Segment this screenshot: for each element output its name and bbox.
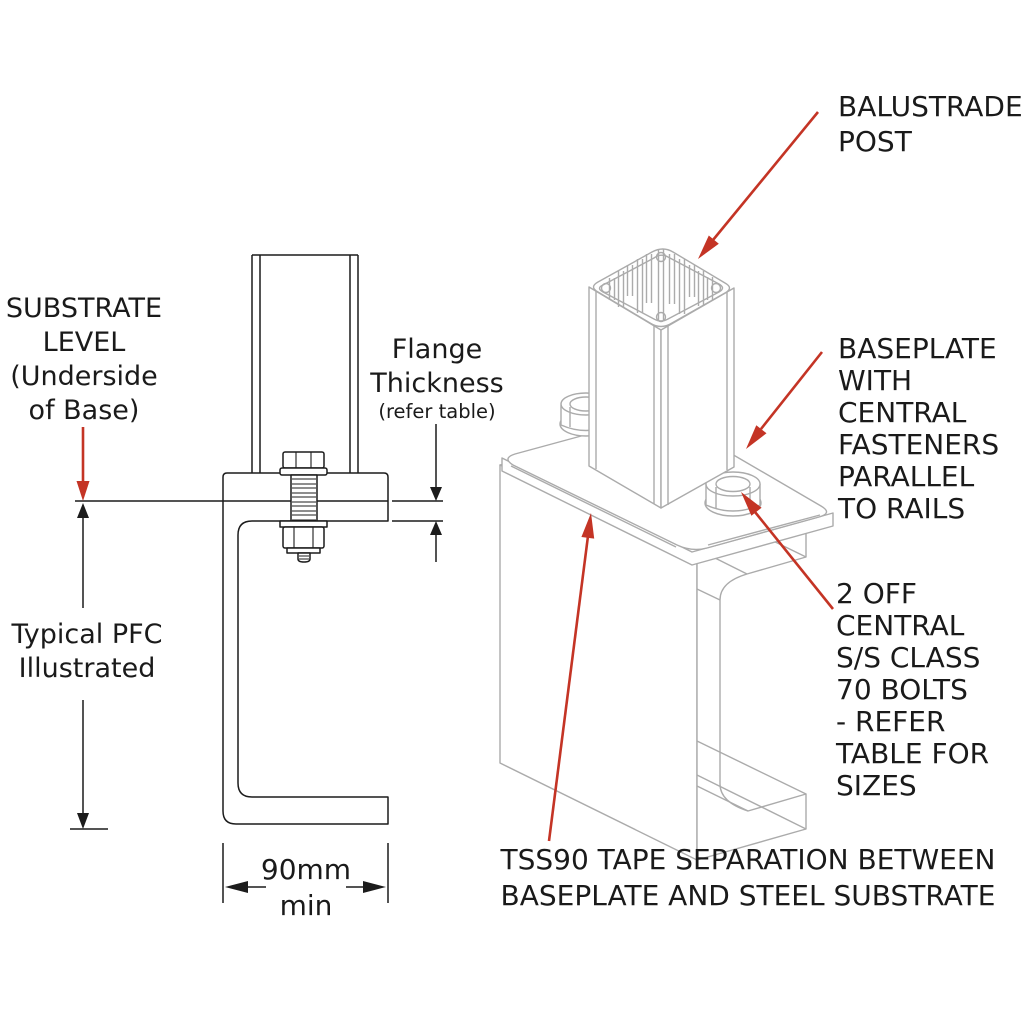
channel-end-profile xyxy=(696,530,807,861)
substrate-level-line xyxy=(75,500,443,522)
bolt-nut-2d xyxy=(282,526,325,549)
svg-text:(refer table): (refer table) xyxy=(378,400,495,423)
bolts-label: 2 OFF CENTRAL S/S CLASS 70 BOLTS - REFER… xyxy=(835,577,989,802)
svg-text:Typical PFC: Typical PFC xyxy=(10,619,162,650)
typical-pfc-label: Typical PFC Illustrated xyxy=(10,619,162,684)
svg-text:BALUSTRADE: BALUSTRADE xyxy=(838,90,1023,123)
svg-text:CENTRAL: CENTRAL xyxy=(838,396,967,429)
bolt-head-washer-2d xyxy=(279,467,328,476)
svg-text:CENTRAL: CENTRAL xyxy=(836,609,965,642)
baseplate-arrow xyxy=(746,351,824,449)
baseplate-label: BASEPLATE WITH CENTRAL FASTENERS PARALLE… xyxy=(837,332,999,525)
bolt-shank-2d xyxy=(290,474,318,522)
tape-separation-label: TSS90 TAPE SEPARATION BETWEEN BASEPLATE … xyxy=(499,843,995,912)
substrate-level-label: SUBSTRATE LEVEL (Underside of Base) xyxy=(6,293,162,426)
bolts-arrow xyxy=(741,492,835,610)
svg-text:2 OFF: 2 OFF xyxy=(836,577,917,610)
baseplate-chamfer-lines xyxy=(510,465,821,548)
svg-text:BASEPLATE: BASEPLATE xyxy=(838,332,997,365)
svg-text:(Underside: (Underside xyxy=(10,361,158,392)
flange-thickness-dimension xyxy=(430,424,442,562)
baseplate-side-band xyxy=(501,457,834,566)
svg-text:- REFER: - REFER xyxy=(836,705,945,738)
width-dimension-label: 90mm min xyxy=(261,853,351,922)
svg-text:BASEPLATE AND STEEL SUBSTRATE: BASEPLATE AND STEEL SUBSTRATE xyxy=(501,879,996,912)
svg-text:TSS90 TAPE SEPARATION BETWEEN: TSS90 TAPE SEPARATION BETWEEN xyxy=(499,843,995,876)
pfc-height-dimension xyxy=(70,503,108,830)
substrate-level-arrow xyxy=(76,427,90,501)
balustrade-post-label: BALUSTRADE POST xyxy=(838,90,1023,158)
svg-text:Illustrated: Illustrated xyxy=(19,653,156,684)
post-extrusion-ribs xyxy=(608,249,714,320)
bolt-head-2d xyxy=(282,451,325,469)
text-labels: SUBSTRATE LEVEL (Underside of Base) Flan… xyxy=(6,90,1023,922)
svg-text:POST: POST xyxy=(838,125,913,158)
svg-text:of Base): of Base) xyxy=(29,395,140,426)
svg-text:TABLE FOR: TABLE FOR xyxy=(835,737,989,770)
svg-text:LEVEL: LEVEL xyxy=(43,327,126,358)
svg-text:FASTENERS: FASTENERS xyxy=(838,428,999,461)
width-dimension-90mm xyxy=(222,843,389,903)
bolt-thread-tip-2d xyxy=(297,552,311,563)
baseplate-pfc-outline-2d xyxy=(222,472,389,825)
svg-text:Thickness: Thickness xyxy=(369,368,503,399)
bolt-thread-hatch xyxy=(292,478,316,521)
svg-text:SIZES: SIZES xyxy=(836,769,917,802)
svg-text:TO RAILS: TO RAILS xyxy=(837,492,965,525)
svg-text:90mm: 90mm xyxy=(261,853,351,886)
bolt-washer-2d xyxy=(279,520,328,528)
flange-thickness-label: Flange Thickness (refer table) xyxy=(369,334,503,423)
balustrade-post-arrow xyxy=(698,111,820,259)
post-corner-flutes xyxy=(600,251,722,323)
isometric-view xyxy=(499,248,834,861)
svg-text:WITH: WITH xyxy=(838,364,912,397)
svg-text:S/S CLASS: S/S CLASS xyxy=(836,641,980,674)
svg-text:70 BOLTS: 70 BOLTS xyxy=(836,673,968,706)
annotations xyxy=(76,111,835,842)
svg-text:min: min xyxy=(280,889,333,922)
fixing-bolt-2d xyxy=(279,451,328,563)
post-2d xyxy=(251,254,359,473)
svg-text:PARALLEL: PARALLEL xyxy=(838,460,975,493)
tape-separation-arrow xyxy=(547,513,595,842)
balustrade-post-3d xyxy=(588,248,735,509)
svg-text:SUBSTRATE: SUBSTRATE xyxy=(6,293,162,324)
left-elevation-view xyxy=(70,254,443,903)
svg-text:Flange: Flange xyxy=(392,334,482,365)
post-corner-edges xyxy=(595,291,728,505)
